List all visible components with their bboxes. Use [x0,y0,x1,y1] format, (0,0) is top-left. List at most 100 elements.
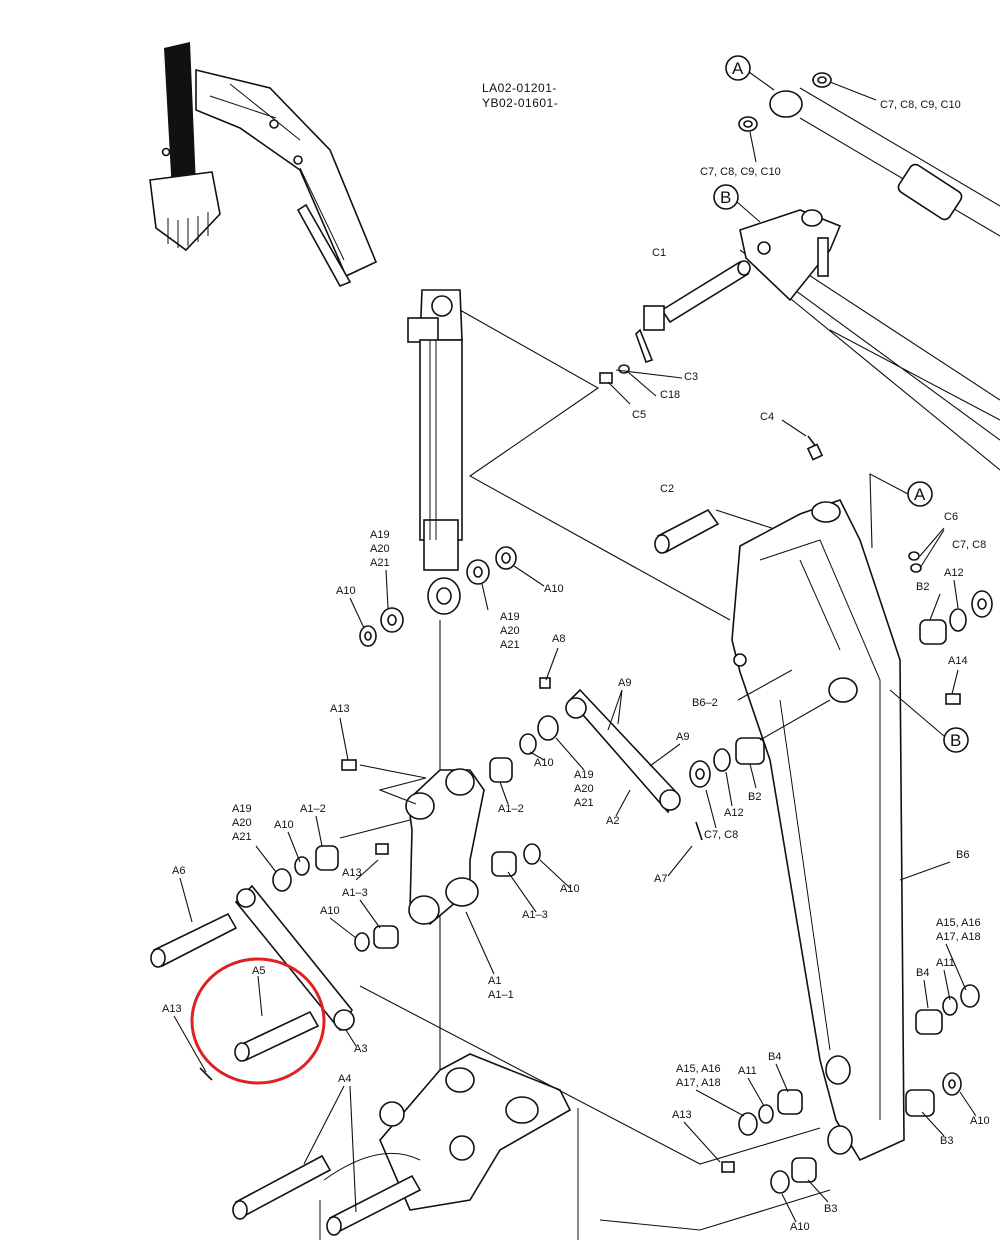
label-a10: A10 [534,757,554,769]
label-b3: B3 [940,1135,953,1147]
label-a17-a18: A17, A18 [936,931,981,943]
label-a10: A10 [970,1115,990,1127]
cylinder-washers [359,546,517,647]
label-c4: C4 [760,411,774,423]
washers-c7-c10 [738,72,832,132]
label-c5: C5 [632,409,646,421]
label-b6-2: B6–2 [692,697,718,709]
label-a6: A6 [172,865,185,877]
label-b6: B6 [956,849,969,861]
bucket-cylinder [407,289,463,615]
label-a9: A9 [618,677,631,689]
label-a19: A19 [370,529,390,541]
label-a3: A3 [354,1043,367,1055]
label-c7-c8: C7, C8 [952,539,986,551]
boom [739,87,1000,471]
svg-text:B: B [950,731,961,750]
label-a7: A7 [654,873,667,885]
bushings-b2-mid [689,737,765,788]
label-a13: A13 [330,703,350,715]
label-a11: A11 [738,1065,757,1077]
label-a8: A8 [552,633,565,645]
label-b2: B2 [916,581,929,593]
svg-text:A: A [914,485,926,504]
label-a21: A21 [574,797,594,809]
label-a10: A10 [790,1221,810,1233]
label-a17-a18: A17, A18 [676,1077,721,1089]
link-a1 [405,768,485,926]
label-c7-c8-c9-c10: C7, C8, C9, C10 [700,166,781,178]
label-b4: B4 [768,1051,781,1063]
label-c1: C1 [652,247,666,259]
label-a21: A21 [500,639,520,651]
pin-a6 [150,912,238,968]
label-a4: A4 [338,1073,351,1085]
label-a10: A10 [560,883,580,895]
label-a10: A10 [274,819,294,831]
label-a10: A10 [336,585,356,597]
svg-text:B: B [720,188,731,207]
label-a15-a16: A15, A16 [676,1063,721,1075]
label-c7-c8-c9-c10: C7, C8, C9, C10 [880,99,961,111]
label-a20: A20 [232,817,252,829]
label-a20: A20 [574,783,594,795]
label-c18: C18 [660,389,680,401]
callout-b-right: B [943,727,969,753]
label-c2: C2 [660,483,674,495]
label-a19: A19 [574,769,594,781]
label-a10: A10 [544,583,564,595]
bolt-c5 [599,364,630,384]
label-a1-3: A1–3 [522,909,548,921]
callout-b-top: B [713,184,739,210]
label-c6: C6 [944,511,958,523]
label-a13: A13 [342,867,362,879]
pin-c1 [635,260,751,364]
label-a12: A12 [944,567,964,579]
label-a15-a16: A15, A16 [936,917,981,929]
label-a1: A1 [488,975,501,987]
label-a11: A11 [936,957,955,969]
label-a21: A21 [232,831,252,843]
label-b3: B3 [824,1203,837,1215]
callout-a-top: A [725,55,751,81]
doc-code-2: YB02-01601- [482,96,558,110]
excavator-thumbnail [149,42,378,288]
leader-lines [173,565,977,1223]
label-a1-3: A1–3 [342,887,368,899]
part-labels: C7, C8, C9, C10 C7, C8, C9, C10 C1 C3 C1… [162,99,990,1233]
bucket-linkage [232,1053,579,1240]
label-a13: A13 [672,1109,692,1121]
label-a21: A21 [370,557,390,569]
label-a10: A10 [320,905,340,917]
bushings-b4-b3-right [905,984,980,1117]
label-a1-1: A1–1 [488,989,514,1001]
label-a12: A12 [724,807,744,819]
bushings-b4-b3-bottom [721,1089,817,1194]
callout-a-right: A [907,481,933,507]
label-b2: B2 [748,791,761,803]
label-a19: A19 [232,803,252,815]
label-a14: A14 [948,655,968,667]
arm-b6 [731,499,905,1162]
label-a20: A20 [500,625,520,637]
label-a1-2: A1–2 [498,803,524,815]
highlight-circle-a5 [190,957,326,1085]
label-a5: A5 [252,965,265,977]
label-a19: A19 [500,611,520,623]
label-a13: A13 [162,1003,182,1015]
pin-a5 [234,1010,320,1062]
bushing-b2-upper [919,590,993,645]
label-b4: B4 [916,967,929,979]
link-a2 [565,688,681,814]
pin-c2 [654,508,720,554]
label-a2: A2 [606,815,619,827]
label-a20: A20 [370,543,390,555]
label-a9: A9 [676,731,689,743]
svg-text:A: A [732,59,744,78]
label-a1-2: A1–2 [300,803,326,815]
label-c3: C3 [684,371,698,383]
link-a3 [234,884,355,1032]
label-c7-c8: C7, C8 [704,829,738,841]
doc-code-1: LA02-01201- [482,81,557,95]
